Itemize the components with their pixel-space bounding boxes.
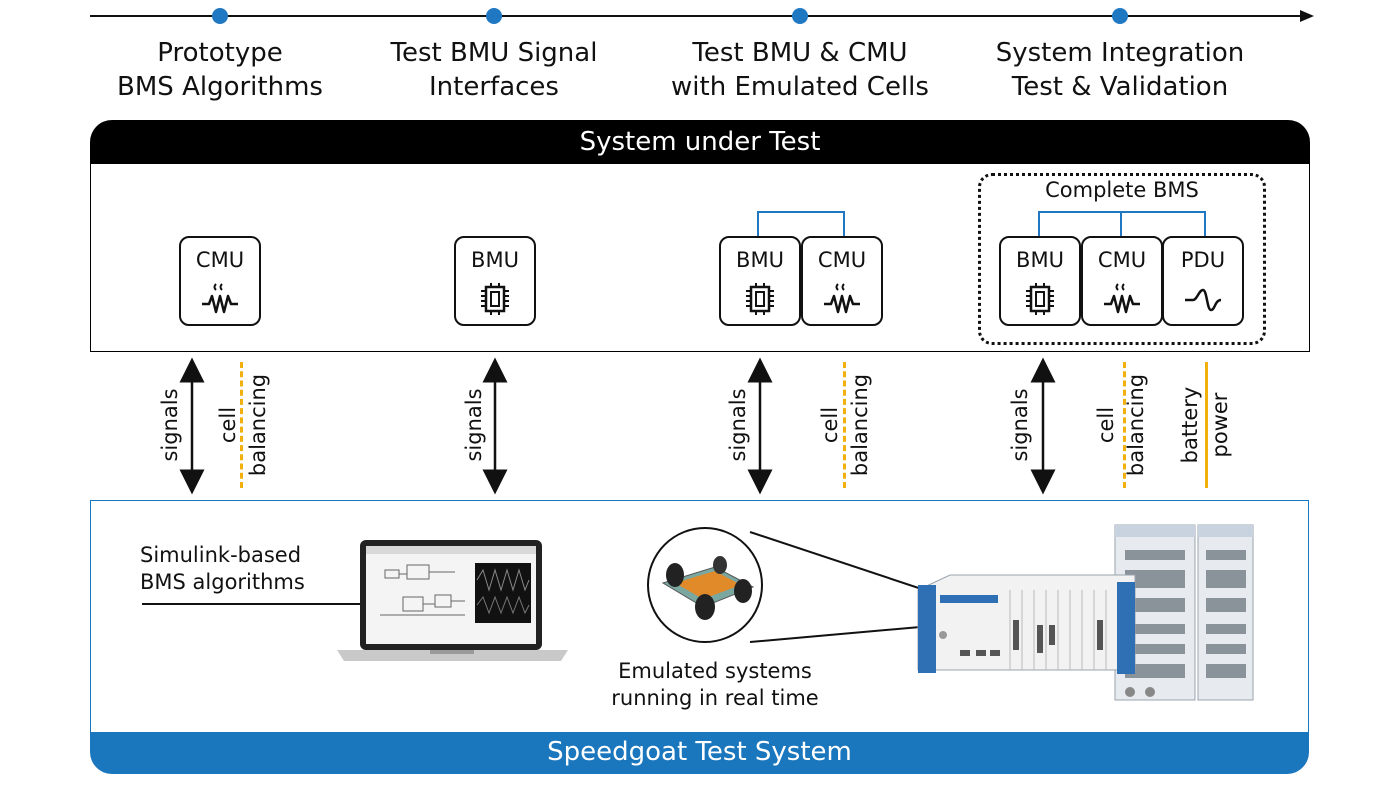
pdu-label: PDU	[1180, 248, 1226, 272]
signals-label: signals	[1008, 388, 1032, 462]
timeline-dot	[212, 8, 228, 24]
bmu-label: BMU	[1016, 248, 1064, 272]
pdu-wave-icon	[1185, 288, 1222, 312]
timeline-dot	[792, 8, 808, 24]
bmu-label: BMU	[471, 248, 519, 272]
bmu-unit: BMU	[454, 236, 536, 326]
cmu-unit: CMU	[179, 236, 261, 326]
laptop-image	[337, 540, 568, 661]
bmu-chip-icon	[1026, 283, 1054, 315]
bmu-label: BMU	[736, 248, 784, 272]
sut-title: System under Test	[90, 120, 1310, 164]
speedgoat-title: Speedgoat Test System	[90, 732, 1309, 774]
car-chassis-image	[647, 527, 763, 643]
simulink-pointer	[142, 603, 400, 605]
cmu-resistor-icon	[1104, 283, 1140, 314]
cmu-label: CMU	[1097, 248, 1147, 272]
bmu-unit: BMU	[999, 236, 1081, 326]
bmu-chip-icon	[481, 283, 509, 315]
bms-link	[1038, 211, 1206, 239]
sut-panel	[90, 164, 1310, 352]
battery-label: battery	[1178, 386, 1202, 464]
power-line	[1205, 362, 1208, 488]
balancing-label: balancing	[246, 373, 270, 477]
balancing-line	[843, 362, 846, 488]
bms-link-mid	[1120, 211, 1122, 237]
balancing-label: balancing	[848, 373, 872, 477]
cell-label: cell	[216, 406, 240, 444]
signals-label: signals	[726, 388, 750, 462]
balancing-line	[1123, 362, 1126, 488]
timeline-arrow-icon	[1300, 10, 1314, 22]
timeline-dot	[1112, 8, 1128, 24]
balancing-label: balancing	[1124, 373, 1148, 477]
cmu-resistor-icon	[202, 283, 238, 314]
cmu-unit: CMU	[801, 236, 883, 326]
speedgoat-rack-image	[917, 524, 1254, 701]
speedgoat-panel	[90, 500, 1309, 733]
bmu-unit: BMU	[719, 236, 801, 326]
cell-label: cell	[818, 406, 842, 444]
pdu-unit: PDU	[1162, 236, 1244, 326]
cmu-resistor-icon	[824, 283, 860, 314]
power-label: power	[1208, 392, 1232, 458]
complete-bms-label: Complete BMS	[1045, 178, 1199, 202]
timeline-dot	[486, 8, 502, 24]
cmu-label: CMU	[195, 248, 245, 272]
complete-bms-box	[978, 173, 1266, 345]
signals-label: signals	[462, 388, 486, 462]
signals-label: signals	[158, 388, 182, 462]
bmu-cmu-link	[757, 211, 845, 239]
timeline-line	[90, 15, 1302, 17]
cmu-label: CMU	[817, 248, 867, 272]
bmu-chip-icon	[746, 283, 774, 315]
cell-label: cell	[1094, 406, 1118, 444]
balancing-line	[240, 362, 243, 488]
